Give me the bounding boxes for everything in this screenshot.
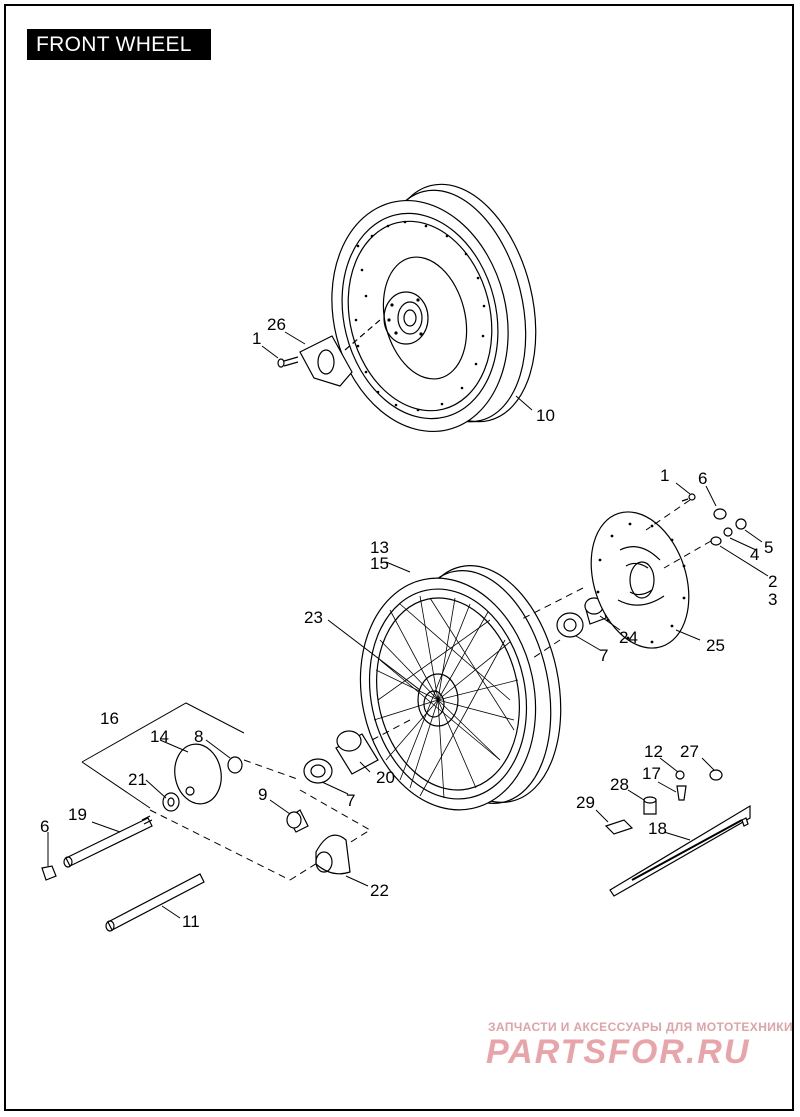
sensor-bushing	[643, 796, 657, 815]
callout-12: 12	[644, 742, 663, 761]
callout-11: 11	[182, 912, 200, 931]
spoke-wheel	[359, 565, 562, 811]
callout-26: 26	[267, 315, 286, 334]
disc-screw	[681, 493, 696, 502]
valve-stem	[676, 785, 687, 801]
callout-27: 27	[680, 742, 699, 761]
axle-spacer	[335, 730, 379, 775]
axle-short	[63, 815, 153, 868]
brake-disc	[590, 511, 690, 649]
callout-17: 17	[642, 764, 661, 783]
retaining-ring	[227, 756, 243, 774]
rotor-adapter	[299, 335, 353, 387]
disc-locknut	[735, 518, 747, 530]
watermark-logo: PARTSFOR.RU	[486, 1033, 751, 1071]
callout-21: 21	[128, 770, 147, 789]
callout-8: 8	[194, 727, 203, 746]
disc-washer	[710, 536, 722, 546]
callout-1-disc: 1	[660, 466, 669, 485]
callout-6-axle: 6	[40, 817, 49, 836]
adapter-screw	[277, 356, 299, 368]
page-frame	[4, 4, 794, 1111]
watermark-tagline: ЗАПЧАСТИ И АКСЕССУАРЫ ДЛЯ МОТОТЕХНИКИ	[488, 1020, 794, 1034]
bearing-left	[303, 758, 333, 784]
callout-6-disc: 6	[698, 469, 707, 488]
callout-7-right: 7	[599, 646, 608, 665]
callout-22: 22	[370, 881, 389, 900]
callout-13: 13	[370, 538, 389, 557]
callout-28: 28	[610, 775, 629, 794]
callout-7-left: 7	[346, 791, 355, 810]
disc-washer-small	[723, 527, 733, 537]
callout-14: 14	[150, 727, 169, 746]
weight-pad	[604, 819, 634, 835]
callout-24: 24	[619, 628, 638, 647]
axle-spacer-small	[162, 792, 180, 812]
callout-1-top: 1	[252, 329, 261, 348]
callout-29: 29	[576, 793, 595, 812]
callout-9: 9	[258, 785, 267, 804]
valve-nut	[709, 769, 723, 781]
page-title: FRONT WHEEL	[27, 29, 211, 60]
callout-5: 5	[764, 538, 773, 557]
disc-nut	[713, 508, 727, 520]
spacer-9	[286, 809, 309, 833]
hub-cover	[315, 834, 351, 875]
callout-23: 23	[304, 608, 323, 627]
callout-4: 4	[750, 545, 759, 564]
axle-long	[105, 873, 205, 932]
callout-15: 15	[370, 554, 389, 573]
callout-2: 2	[768, 572, 777, 591]
callout-3: 3	[768, 590, 777, 609]
cast-wheel	[331, 183, 537, 433]
callout-18: 18	[648, 819, 667, 838]
spoke-wrench	[609, 804, 751, 897]
callout-19: 19	[68, 805, 87, 824]
callout-10: 10	[536, 406, 555, 425]
callout-16: 16	[100, 709, 119, 728]
axle-nut	[41, 865, 57, 881]
valve-cap	[675, 770, 685, 780]
callout-20: 20	[376, 768, 395, 787]
callout-25: 25	[706, 636, 725, 655]
bearing-right	[556, 597, 607, 638]
bearing-cap	[174, 743, 222, 805]
